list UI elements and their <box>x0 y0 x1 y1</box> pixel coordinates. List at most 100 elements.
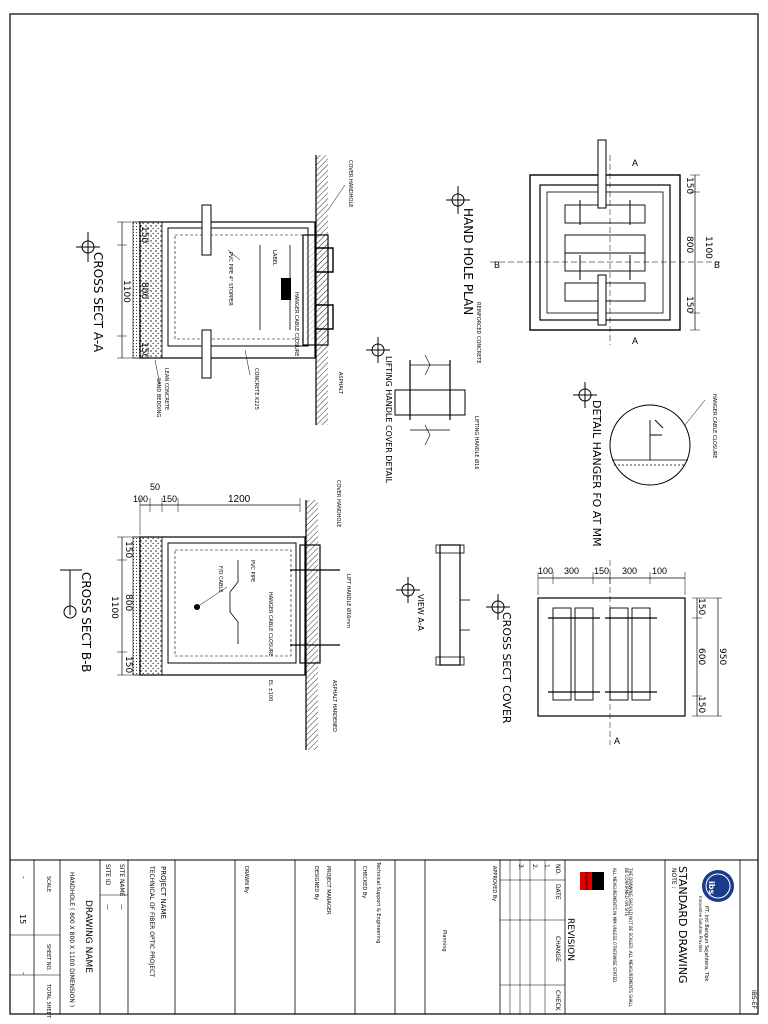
outer-border <box>9 13 759 1015</box>
project-manager-label: PROJECT MANAGER <box>325 866 331 915</box>
company-tag: Innovative Solution Provider <box>698 896 703 953</box>
label-fo-cable: F/O CABLE <box>217 566 223 593</box>
drawn-by-label: DRAWN By <box>243 866 249 893</box>
total-sheet-label: TOTAL SHEET <box>45 984 51 1018</box>
notes-title: NOTE : <box>670 868 677 889</box>
checked-by-label: CHECKED By <box>361 866 367 899</box>
label-hanger-cable-closure-c: HANGER CABLE CLOSURE <box>711 394 717 459</box>
site-name-value: — <box>118 904 125 910</box>
drawing-name-value: HANDHOLE ( 800 X 800 X 1100 DIMENSION ) <box>68 872 75 1008</box>
dim-plan-800: 800 <box>684 236 694 254</box>
dim-cov-600: 600 <box>696 648 706 666</box>
label-label: LABEL <box>271 250 277 266</box>
dim-cov-150-bot: 150 <box>696 696 706 714</box>
dim-bb-1200: 1200 <box>228 494 251 505</box>
label-sand-bedding: SAND BEDDING <box>155 378 161 418</box>
dim-plan-150-bot: 150 <box>684 296 694 314</box>
label-hanger-cable-closure-b: HANGER CABLE CLOSURE <box>267 592 273 657</box>
label-concrete-k225: CONCRETE K225 <box>253 368 259 410</box>
dim-bb-1100: 1100 <box>109 596 119 619</box>
dim-cov-100a: 100 <box>538 566 554 576</box>
scale-value: - <box>19 876 27 879</box>
note-1: THE DRAWING SHOULD NOT BE SCALED. ALL ME… <box>624 868 633 1007</box>
dim-bb-100: 100 <box>133 494 149 504</box>
rev-header-check: CHECK <box>554 990 561 1011</box>
detail-hanger <box>573 382 706 486</box>
ibs-logo <box>702 870 734 902</box>
dim-cov-150-top: 150 <box>696 598 706 616</box>
label-pvc-pipe-stopper: PVC PIPE 4" STOPPER <box>227 252 233 306</box>
technical-support-label: Technical Support & Engineering <box>375 862 381 944</box>
section-marker-b-right: B <box>714 260 721 270</box>
view-title-cross-sect-aa: CROSS SECT A-A <box>91 252 105 353</box>
rev-row-2: 2. <box>531 864 538 870</box>
lifting-handle-detail <box>366 337 466 446</box>
company-name: PT. Inti Bangun Sejahtera, Tbk <box>703 906 709 982</box>
dim-plan-1100: 1100 <box>703 236 713 259</box>
dim-bb-800: 800 <box>123 594 133 612</box>
label-el-100: EL ±100 <box>267 680 273 702</box>
approved-by-label: APPROVED By <box>491 866 497 902</box>
dim-bb-150-top: 150 <box>123 541 133 559</box>
rev-row-1: 1. <box>543 864 550 870</box>
label-asphalt: ASPHALT <box>337 372 343 394</box>
label-reinforced-concrete: REINFORCED CONCRETE <box>475 302 481 364</box>
dim-aa-800: 800 <box>139 282 149 300</box>
legend-existing-label: Existing <box>598 872 603 888</box>
dim-cov-300b: 300 <box>622 566 638 576</box>
dim-aa-150-bot: 150 <box>139 342 149 360</box>
rev-header-date: DATE <box>554 884 561 900</box>
label-pvc-pipe: PVC PIPE <box>249 560 255 583</box>
cover-plan <box>537 560 722 745</box>
legend-swatch-proposed <box>580 872 592 890</box>
view-title-hand-hole-plan: HAND HOLE PLAN <box>461 208 475 316</box>
label-cover-handhole: COVER HANDHOLE <box>347 160 353 208</box>
dim-aa-1100: 1100 <box>121 280 131 303</box>
label-lean-concrete: LEAN CONCRETE <box>163 368 169 411</box>
label-asphalt-hardened: ASPHALT HARDENED <box>331 680 337 732</box>
logo-text: ibs <box>707 881 716 895</box>
site-id-label: SITE ID <box>104 864 111 886</box>
dim-plan-150-top: 150 <box>684 177 694 195</box>
planning-label: Planning <box>441 930 447 952</box>
legend-swatch-existing <box>592 872 604 890</box>
rev-row-3: 3. <box>517 864 524 870</box>
section-marker-a-cover: A <box>614 736 621 746</box>
project-name-label: PROJECT NAME <box>159 866 167 919</box>
section-marker-b-left: B <box>494 260 501 270</box>
dim-cov-100b: 100 <box>652 566 668 576</box>
section-marker-a-top: A <box>632 158 639 168</box>
dim-bb-150: 150 <box>162 494 178 504</box>
view-title-view-aa: VIEW A-A <box>416 594 425 631</box>
view-title-lifting-handle-detail: LIFTING HANDLE COVER DETAIL <box>384 356 393 484</box>
site-id-value: — <box>104 904 111 910</box>
sheet-no-value: 15 <box>18 914 27 925</box>
dim-cov-150: 150 <box>594 566 610 576</box>
dim-bb-150-bot: 150 <box>123 656 133 674</box>
dim-bb-50: 50 <box>150 482 161 492</box>
drawing-type: STANDARD DRAWING <box>676 866 689 984</box>
page-code: IBS-EF <box>750 990 757 1009</box>
view-title-cross-sect-bb: CROSS SECT B-B <box>79 572 93 673</box>
rev-header-change: CHANGE <box>554 936 561 962</box>
view-aa <box>396 544 510 666</box>
designed-by-label: DESIGNED By <box>313 866 319 901</box>
dim-cov-300a: 300 <box>564 566 580 576</box>
legend-proposed-label: Proposed <box>584 872 589 891</box>
title-block-grid <box>10 860 741 1014</box>
cross-section-aa <box>76 155 346 425</box>
revision-label: REVISION <box>565 918 575 961</box>
note-2: ALL MEASUREMENTS IN MM UNLESS OTHERWISE … <box>612 868 617 984</box>
hand-hole-plan <box>446 139 720 345</box>
project-name-value: TECHNICAL OF FIBER OPTIC PROJECT <box>148 866 155 978</box>
label-lifting-handle: LIFTING HANDLE Ø16 <box>473 416 479 470</box>
dim-aa-150-top: 150 <box>139 226 149 244</box>
view-title-detail-hanger: DETAIL HANGER FO AT MM <box>590 400 603 547</box>
total-sheet-value: - <box>19 972 27 975</box>
dim-cov-950: 950 <box>717 648 727 666</box>
sheet-no-label: SHEET NO. <box>45 944 51 971</box>
scale-label: SCALE <box>45 876 51 893</box>
label-cover-handhole-b: COVER HANDHOLE <box>335 480 341 528</box>
drawing-name-label: DRAWING NAME <box>83 900 93 973</box>
